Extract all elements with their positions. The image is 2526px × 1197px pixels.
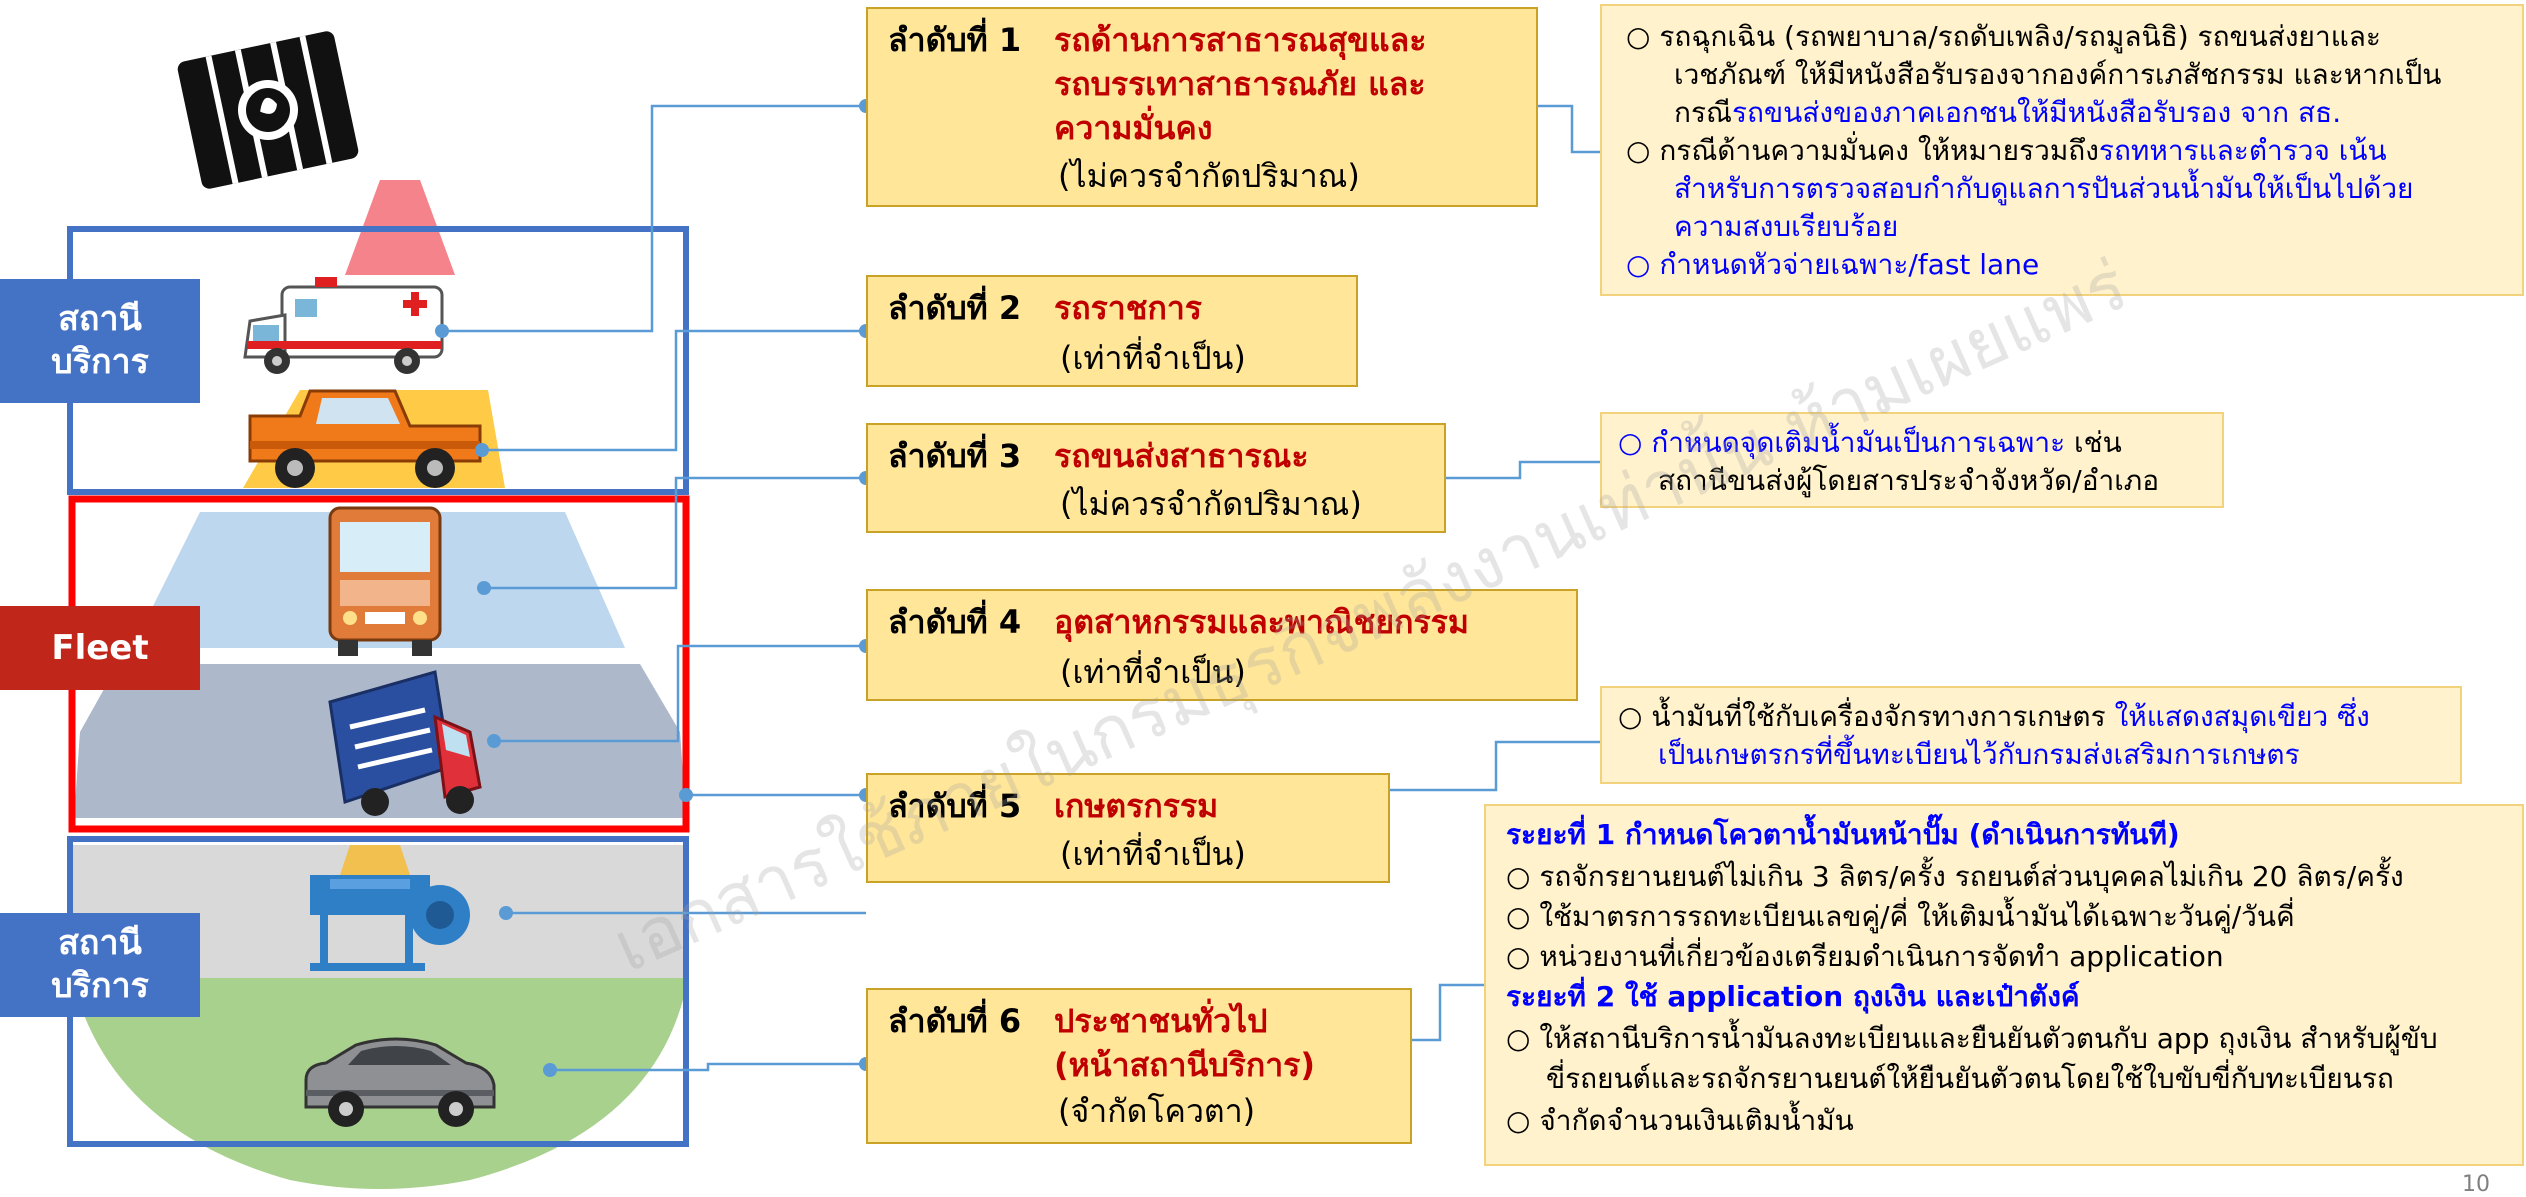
delivery-truck-icon bbox=[328, 670, 482, 816]
farm-machine-icon bbox=[310, 845, 470, 971]
priority-box-4: ลำดับที่ 4 อุตสาหกรรมและพาณิชยกรรม (เท่า… bbox=[866, 589, 1578, 701]
note-box-1: ○ รถฉุกเฉิน (รถพยาบาล/รถดับเพลิง/รถมูลนิ… bbox=[1600, 4, 2524, 296]
page-number: 10 bbox=[2462, 1172, 2490, 1197]
note-6-line-3: ○ ใช้มาตรการรถทะเบียนเลขคู่/คี่ ให้เติมน… bbox=[1506, 900, 2295, 933]
priority-note-6: (จำกัดโควตา) bbox=[1058, 1092, 1256, 1130]
connector-note-1 bbox=[1538, 104, 1600, 154]
station-label-top-line-2: บริการ bbox=[51, 342, 149, 382]
station-label-top-line-1: สถานี bbox=[58, 299, 142, 339]
priority-label-3: ลำดับที่ 3 bbox=[888, 437, 1022, 475]
note-5-line-1-b: ให้แสดงสมุดเขียว ซึ่ง bbox=[2114, 700, 2370, 733]
priority-label-4: ลำดับที่ 4 bbox=[888, 603, 1022, 641]
priority-note-2: (เท่าที่จำเป็น) bbox=[1060, 339, 1246, 377]
note-1-line-3-b: รถขนส่งของภาคเอกชนให้มีหนังสือรับรอง จาก… bbox=[1731, 96, 2342, 129]
priority-title-1-line-1: รถด้านการสาธารณสุขและ bbox=[1054, 21, 1427, 59]
priority-label-1: ลำดับที่ 1 bbox=[888, 21, 1022, 59]
note-5-line-1-a: ○ น้ำมันที่ใช้กับเครื่องจักรทางการเกษตร bbox=[1618, 700, 2115, 733]
note-box-6: ระยะที่ 1 กำหนดโควตาน้ำมันหน้าปั๊ม (ดำเน… bbox=[1484, 804, 2524, 1166]
bus-icon bbox=[328, 506, 442, 656]
note-1-line-4-b: รถทหารและตำรวจ เน้น bbox=[2098, 134, 2387, 167]
station-label-bottom-line-2: บริการ bbox=[51, 966, 149, 1006]
priority-box-5: ลำดับที่ 5 เกษตรกรรม (เท่าที่จำเป็น) bbox=[866, 773, 1390, 883]
note-1-line-2: เวชภัณฑ์ ให้มีหนังสือรับรองจากองค์การเภส… bbox=[1674, 58, 2442, 91]
station-label-bottom: สถานี บริการ bbox=[0, 913, 200, 1017]
priority-title-6-line-2: (หน้าสถานีบริการ) bbox=[1054, 1046, 1315, 1084]
note-6-line-4: ○ หน่วยงานที่เกี่ยวข้องเตรียมดำเนินการจั… bbox=[1506, 940, 2224, 973]
ambulance-icon bbox=[243, 277, 444, 374]
priority-note-3: (ไม่ควรจำกัดปริมาณ) bbox=[1060, 485, 1362, 523]
connectors bbox=[442, 104, 1600, 1072]
note-box-5: ○ น้ำมันที่ใช้กับเครื่องจักรทางการเกษตร … bbox=[1600, 686, 2462, 784]
oil-barrel-icon bbox=[177, 31, 359, 189]
priority-label-6: ลำดับที่ 6 bbox=[888, 1002, 1022, 1040]
connector-note-6 bbox=[1412, 983, 1484, 1042]
connector-2 bbox=[482, 329, 866, 452]
note-5-line-2: เป็นเกษตรกรที่ขึ้นทะเบียนไว้กับกรมส่งเสร… bbox=[1658, 738, 2300, 771]
connector-6 bbox=[550, 1062, 866, 1072]
station-label-bottom-line-1: สถานี bbox=[58, 923, 142, 963]
note-box-3: ○ กำหนดจุดเติมน้ำมันเป็นการเฉพาะ เช่น สถ… bbox=[1600, 412, 2224, 508]
fleet-label-text: Fleet bbox=[51, 627, 149, 668]
note-1-line-7: ○ กำหนดหัวจ่ายเฉพาะ/fast lane bbox=[1626, 248, 2040, 281]
note-1-line-1: ○ รถฉุกเฉิน (รถพยาบาล/รถดับเพลิง/รถมูลนิ… bbox=[1626, 20, 2381, 53]
fleet-label: Fleet bbox=[0, 606, 200, 690]
note-6-phase-2-title: ระยะที่ 2 ใช้ application ถุงเงิน และเป๋… bbox=[1506, 980, 2080, 1013]
priority-title-4-line-1: อุตสาหกรรมและพาณิชยกรรม bbox=[1054, 603, 1469, 641]
note-6-line-6: ○ ให้สถานีบริการน้ำมันลงทะเบียนและยืนยัน… bbox=[1506, 1022, 2438, 1055]
note-1-line-4-a: ○ กรณีด้านความมั่นคง ให้หมายรวมถึง bbox=[1626, 134, 2099, 167]
note-1-line-5: สำหรับการตรวจสอบกำกับดูแลการปันส่วนน้ำมั… bbox=[1674, 172, 2414, 205]
connector-1 bbox=[442, 104, 866, 333]
priority-label-5: ลำดับที่ 5 bbox=[888, 787, 1022, 825]
priority-title-3-line-1: รถขนส่งสาธารณะ bbox=[1054, 437, 1309, 475]
note-3-line-1-a: ○ กำหนดจุดเติมน้ำมันเป็นการเฉพาะ bbox=[1618, 426, 2066, 459]
priority-note-5: (เท่าที่จำเป็น) bbox=[1060, 835, 1246, 873]
priority-box-1: ลำดับที่ 1 รถด้านการสาธารณสุขและ รถบรรเท… bbox=[866, 7, 1538, 207]
priority-title-5-line-1: เกษตรกรรม bbox=[1054, 787, 1219, 825]
note-6-phase-1-title: ระยะที่ 1 กำหนดโควตาน้ำมันหน้าปั๊ม (ดำเน… bbox=[1506, 818, 2180, 851]
pickup-truck-icon bbox=[248, 389, 482, 488]
priority-label-2: ลำดับที่ 2 bbox=[888, 289, 1022, 327]
priority-box-6: ลำดับที่ 6 ประชาชนทั่วไป (หน้าสถานีบริกา… bbox=[866, 988, 1412, 1144]
note-1-line-6: ความสงบเรียบร้อย bbox=[1674, 210, 1899, 243]
priority-box-3: ลำดับที่ 3 รถขนส่งสาธารณะ (ไม่ควรจำกัดปร… bbox=[866, 423, 1446, 533]
priority-title-1-line-3: ความมั่นคง bbox=[1054, 109, 1213, 147]
priority-title-2-line-1: รถราชการ bbox=[1054, 289, 1202, 327]
station-label-top: สถานี บริการ bbox=[0, 279, 200, 403]
note-1-line-3-a: กรณี bbox=[1674, 96, 1732, 129]
priority-title-6-line-1: ประชาชนทั่วไป bbox=[1054, 1002, 1268, 1040]
connector-note-3 bbox=[1446, 460, 1600, 480]
connector-3 bbox=[484, 476, 866, 590]
connector-4 bbox=[494, 644, 866, 743]
note-6-line-8: ○ จำกัดจำนวนเงินเติมน้ำมัน bbox=[1506, 1104, 1854, 1137]
connector-note-5 bbox=[1390, 740, 1600, 792]
note-3-line-1-b: เช่น bbox=[2065, 426, 2122, 459]
note-3-line-2: สถานีขนส่งผู้โดยสารประจำจังหวัด/อำเภอ bbox=[1658, 464, 2160, 497]
priority-title-1-line-2: รถบรรเทาสาธารณภัย และ bbox=[1054, 65, 1426, 103]
priority-note-4: (เท่าที่จำเป็น) bbox=[1060, 653, 1246, 691]
note-6-line-2: ○ รถจักรยานยนต์ไม่เกิน 3 ลิตร/ครั้ง รถยน… bbox=[1506, 860, 2404, 893]
car-icon bbox=[304, 1037, 496, 1127]
note-6-line-7: ขี่รถยนต์และรถจักรยานยนต์ให้ยืนยันตัวตนโ… bbox=[1546, 1062, 2394, 1095]
priority-note-1: (ไม่ควรจำกัดปริมาณ) bbox=[1058, 157, 1360, 195]
priority-box-2: ลำดับที่ 2 รถราชการ (เท่าที่จำเป็น) bbox=[866, 275, 1358, 387]
